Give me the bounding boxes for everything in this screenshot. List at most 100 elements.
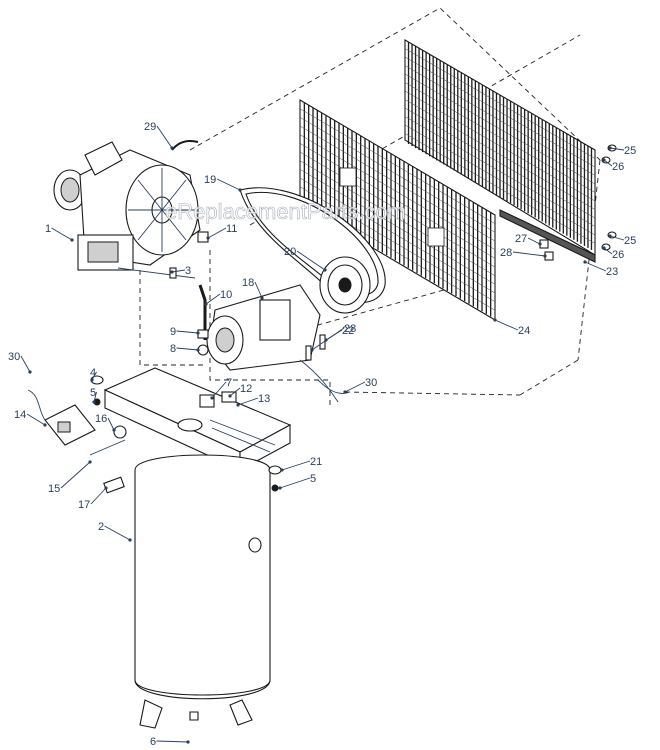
callout-arrowhead	[238, 188, 242, 192]
callout-leader	[20, 355, 31, 373]
callout-number: 23	[606, 266, 618, 278]
callout-leader	[584, 261, 607, 272]
callout-arrowhead	[112, 428, 116, 432]
callout-number: 7	[226, 377, 232, 389]
callout-number: 25	[624, 145, 636, 157]
back-panel-grid	[404, 42, 596, 250]
callout-leader	[609, 235, 625, 241]
callout-arrowhead	[323, 268, 327, 272]
callout-leader	[90, 487, 107, 505]
callout-number: 12	[240, 383, 252, 395]
callout-5: 5	[278, 473, 316, 490]
callout-number: 8	[170, 343, 176, 355]
watermark-text: eReplacementParts.com	[165, 199, 406, 224]
callout-28: 28	[500, 247, 547, 259]
callout-number: 14	[14, 409, 26, 421]
callout-arrowhead	[608, 234, 612, 238]
callout-23: 23	[583, 260, 618, 278]
callout-leader	[296, 250, 326, 271]
callout-arrowhead	[538, 242, 542, 246]
callout-number: 4	[90, 367, 96, 379]
callout-16: 16	[95, 413, 116, 432]
callout-leader	[281, 460, 311, 471]
callout-arrowhead	[210, 396, 214, 400]
callout-number: 9	[170, 326, 176, 338]
callout-arrowhead	[228, 394, 232, 398]
callout-arrowhead	[43, 423, 47, 427]
callout-number: 22	[342, 325, 354, 337]
callout-number: 20	[284, 246, 296, 258]
callout-arrowhead	[196, 348, 200, 352]
callout-24: 24	[493, 318, 530, 337]
callout-leader	[156, 125, 173, 149]
callout-leader	[279, 477, 311, 489]
callout-arrowhead	[343, 390, 347, 394]
callout-arrowhead	[28, 370, 32, 374]
callout-number: 5	[310, 473, 316, 485]
motor-pulley	[319, 256, 371, 314]
callout-arrowhead	[92, 400, 96, 404]
callout-28: 28	[310, 323, 356, 352]
callout-number: 13	[258, 393, 270, 405]
callout-number: 29	[144, 121, 156, 133]
callout-leader	[344, 381, 366, 393]
callout-leader	[176, 347, 199, 351]
callout-number: 21	[310, 456, 322, 468]
callout-arrowhead	[88, 460, 92, 464]
callout-27: 27	[515, 233, 542, 246]
callout-leader	[494, 319, 519, 331]
callout-leader	[254, 281, 263, 299]
callout-19: 19	[204, 174, 242, 192]
callout-30: 30	[343, 377, 377, 394]
callout-leader	[229, 387, 241, 397]
callout-4: 4	[90, 367, 97, 382]
callout-arrowhead	[206, 236, 210, 240]
callout-number: 30	[365, 377, 377, 389]
callout-leader	[205, 293, 221, 305]
callout-arrowhead	[608, 146, 612, 150]
callout-leader	[104, 525, 131, 541]
callout-leader	[93, 391, 97, 403]
callout-arrowhead	[104, 486, 108, 490]
belt-guard-front-panel	[299, 99, 496, 321]
callout-leader	[60, 461, 91, 489]
callout-number: 18	[242, 277, 254, 289]
belt-guard-back-panel	[404, 39, 596, 263]
callout-number: 19	[204, 174, 216, 186]
callout-leader	[211, 381, 227, 399]
callout-leader	[26, 413, 46, 426]
callout-arrowhead	[70, 238, 74, 242]
callout-arrowhead	[543, 254, 547, 258]
callout-number: 25	[624, 235, 636, 247]
callout-arrowhead	[602, 246, 606, 250]
callout-21: 21	[280, 456, 322, 472]
callout-number: 15	[48, 483, 60, 495]
callout-number: 24	[518, 325, 530, 337]
callout-number: 2	[98, 521, 104, 533]
callout-leader	[171, 269, 186, 273]
callout-number: 6	[150, 736, 156, 748]
callout-leader	[216, 178, 241, 191]
callout-12: 12	[228, 383, 252, 398]
compressor-pump	[53, 141, 201, 279]
callout-leader	[176, 330, 199, 334]
callout-20: 20	[284, 246, 327, 272]
callout-arrowhead	[196, 331, 200, 335]
callout-number: 28	[344, 323, 356, 335]
callout-arrowhead	[310, 348, 314, 352]
callout-18: 18	[242, 277, 264, 300]
callout-arrowhead	[280, 468, 284, 472]
callout-14: 14	[14, 409, 47, 427]
callout-number: 26	[612, 249, 624, 261]
callout-arrowhead	[186, 740, 190, 744]
callout-arrowhead	[583, 260, 587, 264]
callout-leader	[603, 247, 613, 255]
callout-30: 30	[8, 351, 32, 374]
callout-arrowhead	[170, 146, 174, 150]
callout-26: 26	[602, 246, 624, 261]
callout-1: 1	[45, 223, 74, 242]
callout-number: 16	[95, 413, 107, 425]
callout-number: 10	[220, 289, 232, 301]
callout-leader	[107, 417, 115, 431]
